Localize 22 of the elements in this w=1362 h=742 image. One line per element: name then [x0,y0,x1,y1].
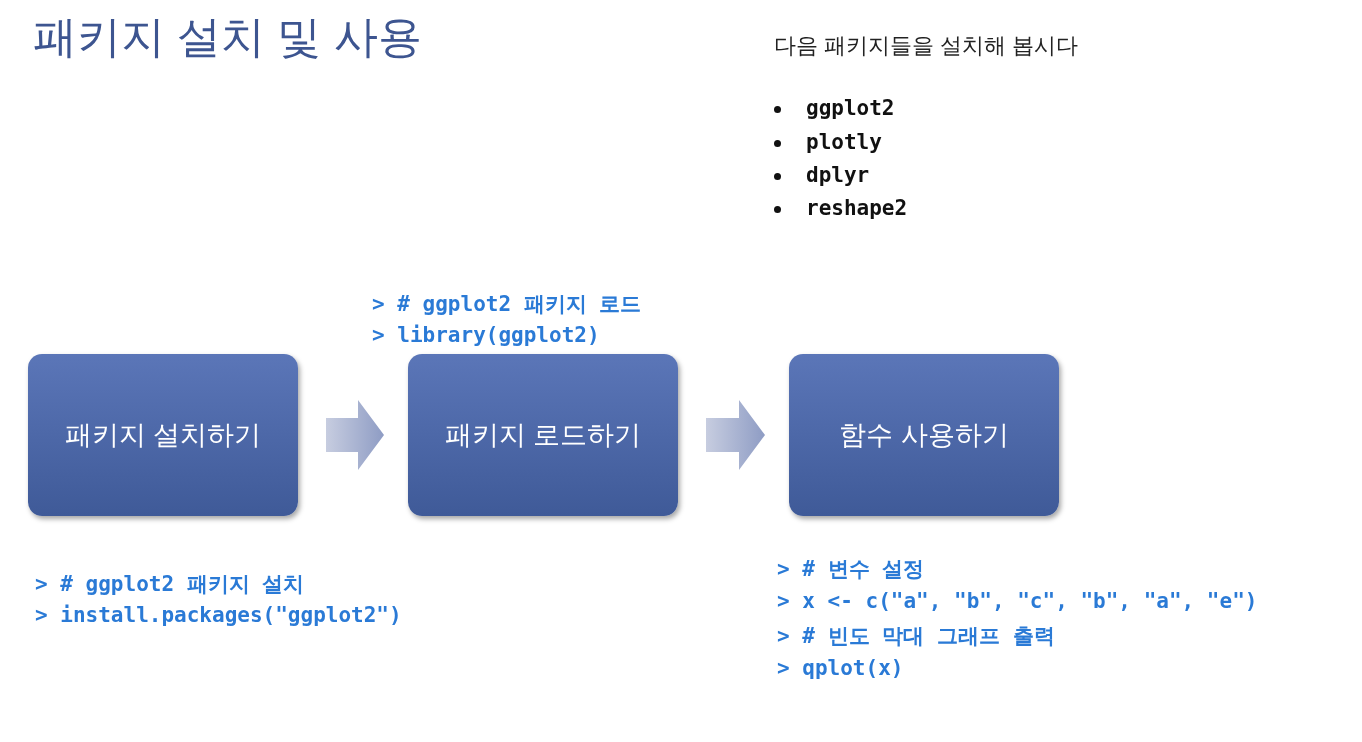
bullet-item: dplyr [806,163,870,187]
code-line: > qplot(x) [777,656,904,680]
code-line: > # 변수 설정 [777,556,925,583]
box-label: 함수 사용하기 [839,419,1009,452]
code-line: > # 빈도 막대 그래프 출력 [777,623,1055,650]
title-text: 패키지 설치 및 사용 [33,11,422,63]
code-line: > # ggplot2 패키지 로드 [372,291,642,318]
bullet-item: reshape2 [806,196,908,220]
note-text: 다음 패키지들을 설치해 봅시다 [774,32,1079,60]
block-arrow [706,400,765,470]
box-label: 패키지 설치하기 [64,419,262,452]
process-box [28,354,298,516]
bullet-item: ggplot2 [806,96,895,120]
code-line: > x <- c("a", "b", "c", "b", "a", "e") [777,589,1258,613]
code-line: > # ggplot2 패키지 설치 [35,571,305,598]
process-box [789,354,1059,516]
code-line: > library(ggplot2) [372,323,600,347]
process-box [408,354,678,516]
box-label: 패키지 로드하기 [444,419,642,452]
code-line: > install.packages("ggplot2") [35,603,402,627]
block-arrow [326,400,384,470]
bullet-item: plotly [806,130,882,154]
